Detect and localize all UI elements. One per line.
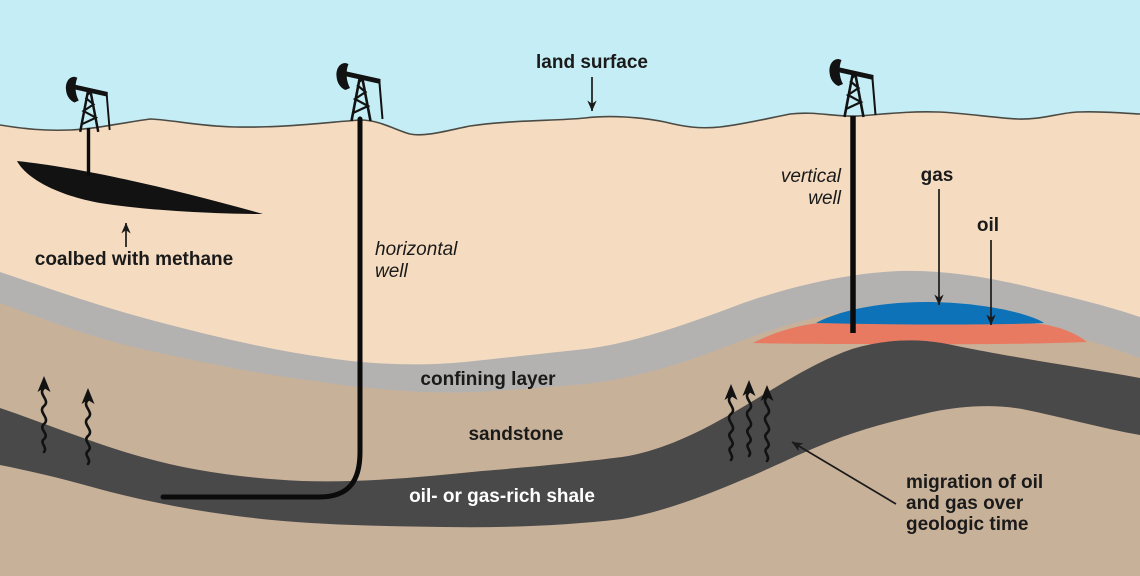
horizontal-well-label-line2: well: [375, 261, 409, 282]
sandstone-label: sandstone: [468, 424, 563, 445]
confining-layer-label: confining layer: [420, 369, 556, 390]
vertical-well-label-line2: well: [808, 188, 842, 209]
migration-label-line2: and gas over: [906, 493, 1024, 514]
migration-label-line1: migration of oil: [906, 472, 1043, 493]
land-surface-label: land surface: [536, 52, 648, 73]
gas-label: gas: [921, 165, 954, 186]
horizontal-well-label-line1: horizontal: [375, 239, 458, 260]
vertical-well-label-line1: vertical: [781, 166, 842, 187]
shale-label: oil- or gas-rich shale: [409, 486, 595, 507]
land-surface-line: [0, 110, 1140, 136]
migration-pointer-arrow: [791, 441, 897, 505]
migration-label-line3: geologic time: [906, 514, 1028, 535]
coalbed-label: coalbed with methane: [35, 249, 233, 270]
coalbed-shape: [17, 161, 263, 214]
oil-deposit: [753, 320, 1087, 345]
horizontal-well-line: [160, 116, 363, 500]
oil-label: oil: [977, 215, 999, 236]
shale-layer-shape: [0, 340, 1140, 528]
